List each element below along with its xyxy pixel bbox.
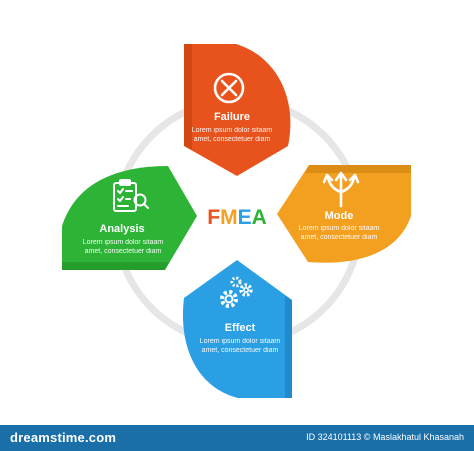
petal-analysis-shape <box>62 166 197 270</box>
petal-effect: Effect Lorem ipsum dolor sitaam amet, co… <box>182 260 292 398</box>
petal-analysis-shade <box>62 262 169 270</box>
petal-mode-shape <box>277 165 411 263</box>
petal-mode-text-line2: amet, consectetuer diam <box>301 234 378 241</box>
petal-effect-text-line2: amet, consectetuer diam <box>202 347 279 354</box>
petal-failure: Failure Lorem ipsum dolor sitaam amet, c… <box>184 44 291 176</box>
diverging-arrows-icon <box>322 171 360 208</box>
petal-analysis-text-line2: amet, consectetuer diam <box>85 248 162 255</box>
center-title: FMEA <box>207 206 267 229</box>
petal-failure-shape <box>184 44 291 176</box>
petal-failure-text-line2: amet, consectetuer diam <box>194 136 271 143</box>
petal-failure-title: Failure <box>214 111 250 123</box>
petal-analysis-title: Analysis <box>99 223 144 235</box>
petal-effect-shade <box>285 296 292 398</box>
center-letter-e: E <box>238 206 252 229</box>
petal-mode-shade <box>305 165 411 173</box>
petal-mode-title: Mode <box>325 210 354 222</box>
center-letter-a: A <box>252 206 267 229</box>
fmea-diagram: Failure Lorem ipsum dolor sitaam amet, c… <box>62 44 411 398</box>
x-circle-icon <box>213 72 245 104</box>
petal-analysis-text-line1: Lorem ipsum dolor sitaam <box>83 239 164 246</box>
petal-effect-shape <box>182 260 292 398</box>
petal-failure-text-line1: Lorem ipsum dolor sitaam <box>192 127 273 134</box>
footer-bar: dreamstime.com ID 324101113 © Maslakhatu… <box>0 425 474 451</box>
petal-effect-text-line1: Lorem ipsum dolor sitaam <box>200 338 281 345</box>
center-letter-m: M <box>220 206 238 229</box>
center-letter-f: F <box>207 206 220 229</box>
petal-effect-title: Effect <box>225 322 256 334</box>
gears-icon <box>220 276 253 308</box>
petal-failure-shade <box>184 44 192 150</box>
petal-mode: Mode Lorem ipsum dolor sitaam amet, cons… <box>277 165 411 263</box>
petal-mode-text-line1: Lorem ipsum dolor sitaam <box>299 225 380 232</box>
footer-credit: ID 324101113 © Maslakhatul Khasanah <box>306 432 464 442</box>
petal-analysis: Analysis Lorem ipsum dolor sitaam amet, … <box>62 166 197 270</box>
clipboard-search-icon <box>113 179 149 212</box>
footer-brand: dreamstime.com <box>10 430 117 445</box>
